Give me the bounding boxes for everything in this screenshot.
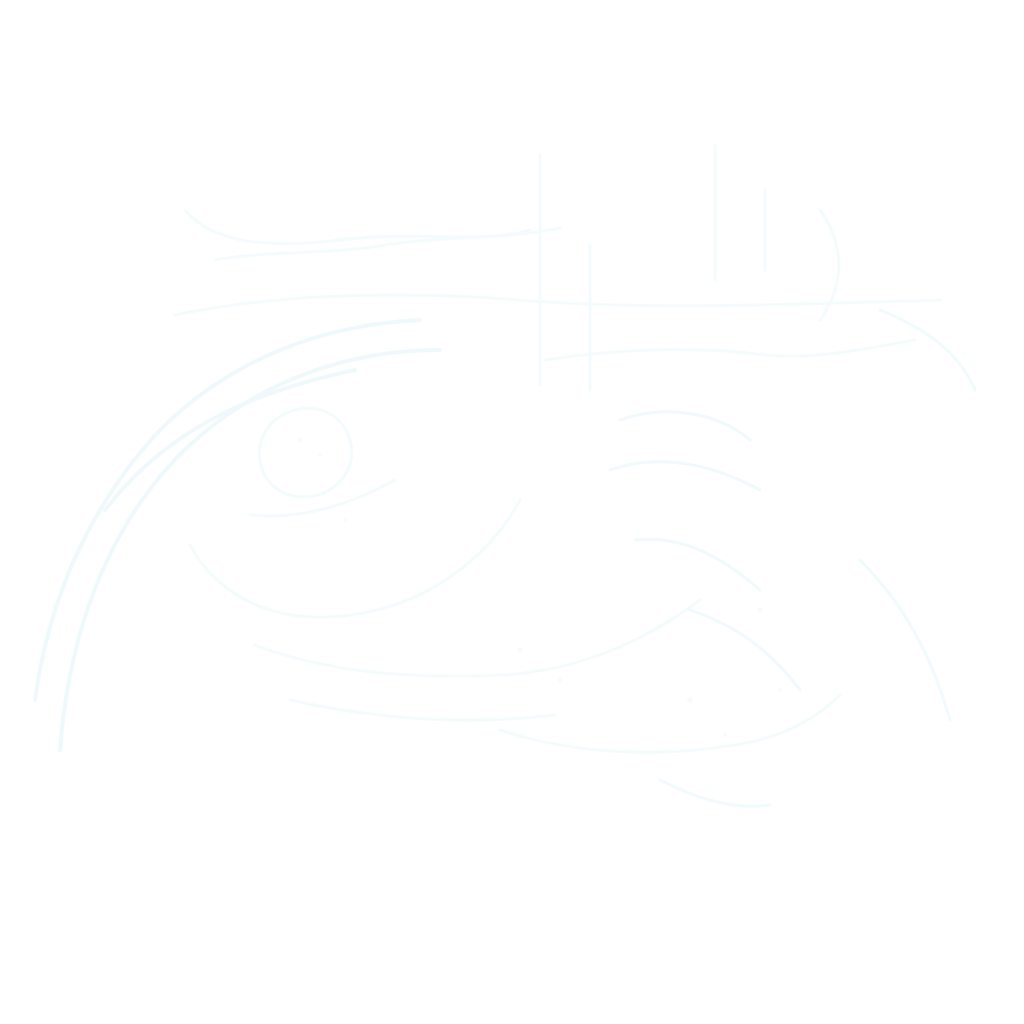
- central-figure-sketch: [188, 406, 842, 754]
- scattered-faint-marks: [297, 437, 782, 737]
- upper-faint-line-cluster: [173, 143, 942, 392]
- right-side-sketch-details: [608, 308, 977, 808]
- large-arc-lines: [33, 318, 442, 752]
